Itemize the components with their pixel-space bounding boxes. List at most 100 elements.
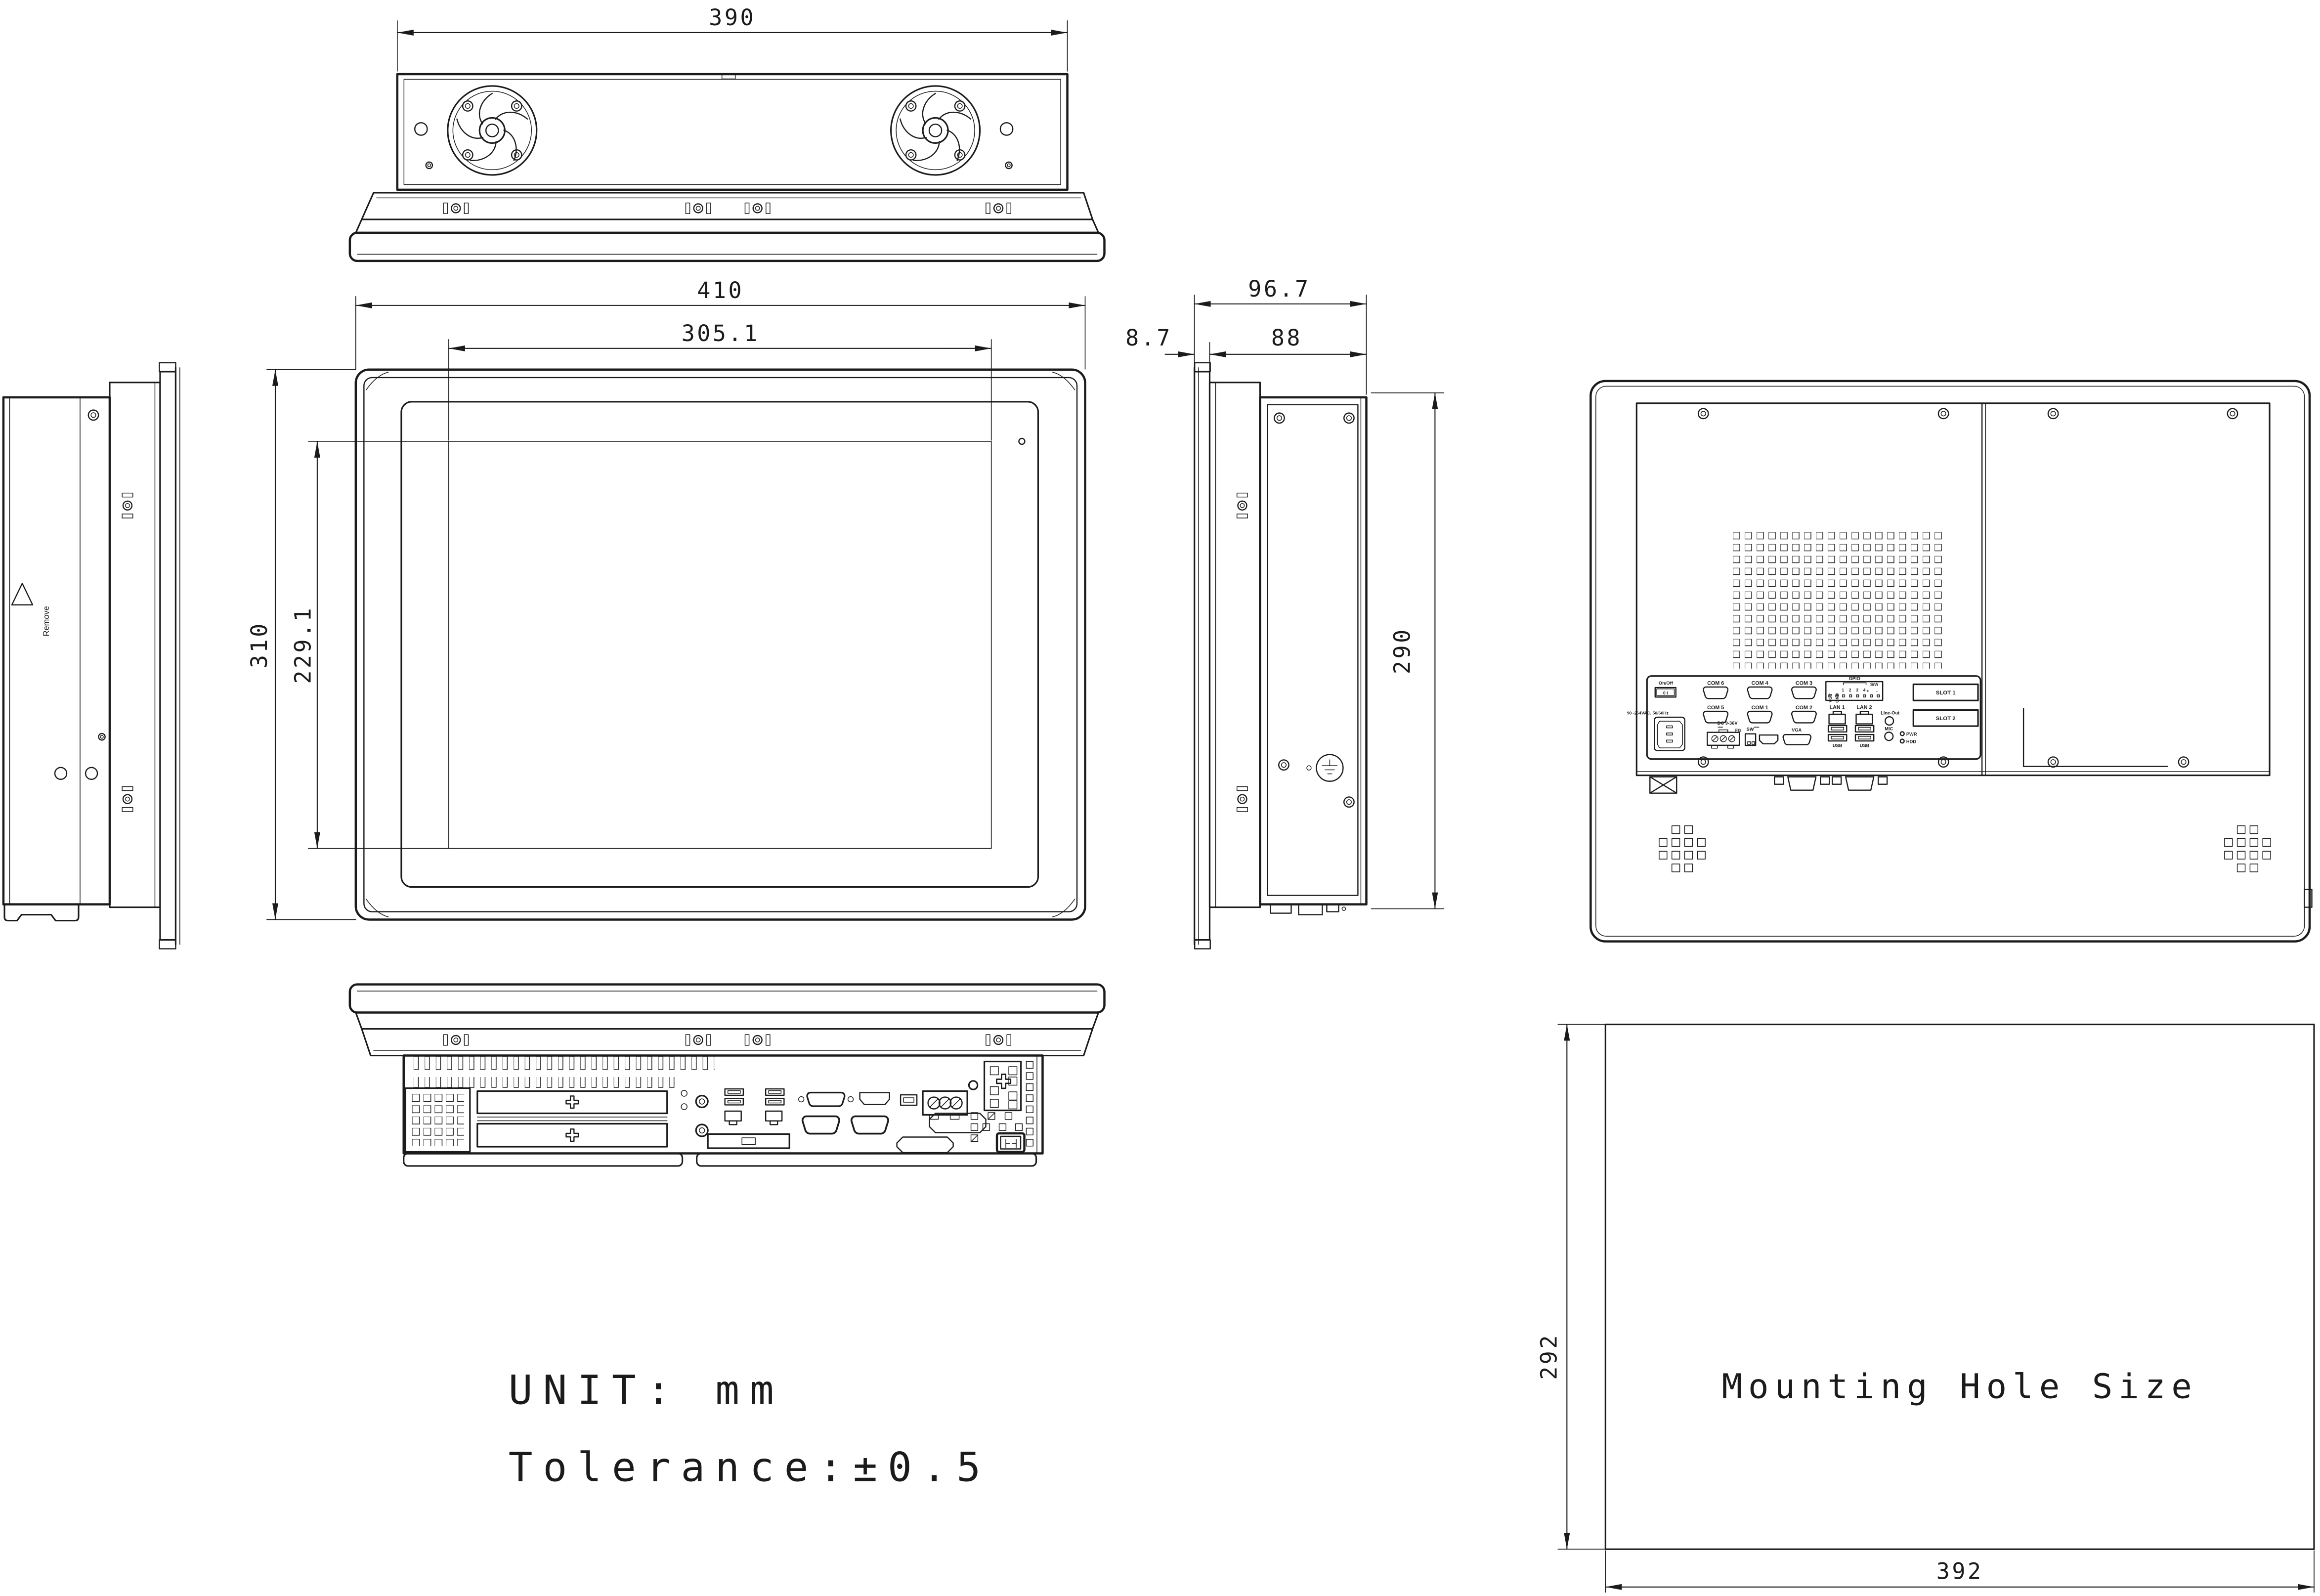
blank-port-cutout bbox=[929, 1113, 987, 1133]
com5-label: COM 5 bbox=[1707, 705, 1724, 711]
hdd-label: HDD bbox=[1906, 739, 1916, 744]
mount-frame bbox=[109, 382, 161, 908]
lan1-port bbox=[1828, 711, 1846, 725]
notes: UNIT: mm Tolerance:±0.5 bbox=[509, 1367, 991, 1491]
usb-port bbox=[1827, 733, 1847, 742]
terminal-block bbox=[922, 1090, 968, 1120]
rocker-marks: 0 I bbox=[1663, 690, 1668, 695]
fan-left bbox=[448, 86, 537, 175]
usb-port bbox=[765, 1098, 785, 1106]
com1-port bbox=[1747, 710, 1773, 724]
bezel-edge bbox=[159, 371, 177, 941]
mounting-clip bbox=[442, 202, 469, 215]
usb-port bbox=[724, 1088, 744, 1096]
fan-right bbox=[891, 86, 980, 175]
speaker-grille-left bbox=[1659, 825, 1706, 872]
dim-display-height: 229.1 bbox=[290, 606, 316, 684]
slot-screw bbox=[565, 1095, 579, 1109]
com-port bbox=[850, 1115, 889, 1135]
right-side-view: 96.7 88 8.7 290 bbox=[1125, 276, 1445, 949]
front-bezel-outline bbox=[354, 368, 1086, 921]
fg-label: FG bbox=[1735, 728, 1741, 733]
slot2-label: SLOT 2 bbox=[1936, 716, 1956, 722]
dim-front-outer-width: 410 bbox=[697, 277, 744, 303]
dc-terminal-block bbox=[1707, 729, 1740, 749]
dim-front-outer-height: 310 bbox=[246, 621, 272, 668]
slot2-cover bbox=[1912, 709, 1979, 727]
top-bezel-strip bbox=[361, 192, 1094, 220]
bezel-edge bbox=[1194, 371, 1211, 941]
rear-cover-plate bbox=[1267, 404, 1359, 896]
mounting-clip bbox=[685, 1034, 712, 1046]
bottom-view bbox=[348, 983, 1106, 1167]
mounting-clip bbox=[442, 1034, 469, 1046]
psu-vent-block bbox=[404, 1087, 471, 1153]
mounting-clip bbox=[985, 202, 1012, 215]
slot-screw bbox=[565, 1128, 579, 1142]
com4-port bbox=[1747, 686, 1773, 699]
power-switch bbox=[995, 1132, 1026, 1153]
ground-symbol-icon bbox=[1316, 754, 1344, 782]
power-rocker-switch bbox=[1654, 687, 1676, 698]
bottom-tray-right bbox=[696, 1152, 1037, 1167]
rear-cover-plate bbox=[1635, 402, 2271, 776]
dim-depth-body: 88 bbox=[1271, 325, 1302, 351]
sw-label: SW bbox=[1747, 727, 1754, 732]
dc-connector bbox=[900, 1094, 918, 1106]
com1-label: COM 1 bbox=[1751, 705, 1768, 711]
hdd-led bbox=[1899, 738, 1905, 744]
lan2-label: LAN 2 bbox=[1856, 704, 1872, 710]
ac-rating-label: 90~264VAC, 50/60Hz bbox=[1627, 710, 1669, 715]
mic-label: MIC bbox=[1885, 726, 1893, 731]
audio-jacks bbox=[695, 1094, 709, 1137]
on-off-label: On/Off bbox=[1659, 681, 1674, 686]
dim-mount-height: 292 bbox=[1536, 1333, 1562, 1380]
gpio-gnd-label: GND bbox=[1835, 693, 1840, 702]
vga-port bbox=[806, 1091, 846, 1107]
mounting-clip bbox=[121, 492, 133, 519]
dim-mount-width: 392 bbox=[1936, 1558, 1983, 1584]
dim-body-height: 290 bbox=[1389, 627, 1415, 674]
slot1-cover bbox=[1912, 683, 1979, 701]
com3-port bbox=[1791, 686, 1817, 699]
display-cutout bbox=[400, 401, 1039, 888]
power-led bbox=[1018, 437, 1026, 445]
gpio-pm-label: + - bbox=[1866, 689, 1880, 693]
lan-port bbox=[724, 1110, 742, 1125]
rear-view: On/Off 0 I 90~264VAC, 50/60Hz COM 6 COM … bbox=[1590, 380, 2313, 943]
dim-display-width: 305.1 bbox=[682, 320, 760, 346]
mounting-clip bbox=[1236, 492, 1248, 519]
vent-grid bbox=[1733, 532, 1942, 669]
unit-note: UNIT: mm bbox=[509, 1367, 784, 1414]
usb-port bbox=[1827, 725, 1847, 733]
pwr-led bbox=[1899, 731, 1905, 736]
tolerance-note: Tolerance:±0.5 bbox=[509, 1444, 991, 1491]
com3-label: COM 3 bbox=[1796, 681, 1812, 687]
mounting-hole-view: Mounting Hole Size 292 392 bbox=[1536, 1023, 2315, 1593]
mounting-clip bbox=[985, 1034, 1012, 1046]
mounting-clip bbox=[121, 786, 133, 813]
rear-io-panel: On/Off 0 I 90~264VAC, 50/60Hz COM 6 COM … bbox=[1627, 675, 1981, 760]
expansion-slot-cover-1 bbox=[476, 1090, 668, 1115]
left-side-view: Remove bbox=[2, 362, 180, 949]
expansion-slot-cover-2 bbox=[476, 1122, 668, 1148]
mounting-clip bbox=[744, 202, 771, 215]
rear-bezel-outline bbox=[1590, 380, 2311, 943]
com4-label: COM 4 bbox=[1751, 681, 1768, 687]
bottom-tray-left bbox=[403, 1152, 684, 1167]
usb-label-b: USB bbox=[1860, 743, 1870, 748]
front-bezel-top-edge bbox=[348, 231, 1106, 262]
com2-port bbox=[1791, 710, 1817, 724]
hdmi-port bbox=[859, 1092, 890, 1105]
knockout-block bbox=[984, 1060, 1022, 1112]
chassis-body bbox=[2, 396, 111, 906]
com6-label: COM 6 bbox=[1707, 681, 1724, 687]
speaker-grille-right bbox=[2224, 825, 2271, 872]
knockout-squares bbox=[970, 1061, 1034, 1147]
sw-connector bbox=[1744, 733, 1757, 746]
display-active-area bbox=[448, 441, 992, 849]
ac-inlet bbox=[1654, 716, 1685, 751]
mounting-clip bbox=[744, 1034, 771, 1046]
mounting-hole-label: Mounting Hole Size bbox=[1721, 1367, 2197, 1406]
